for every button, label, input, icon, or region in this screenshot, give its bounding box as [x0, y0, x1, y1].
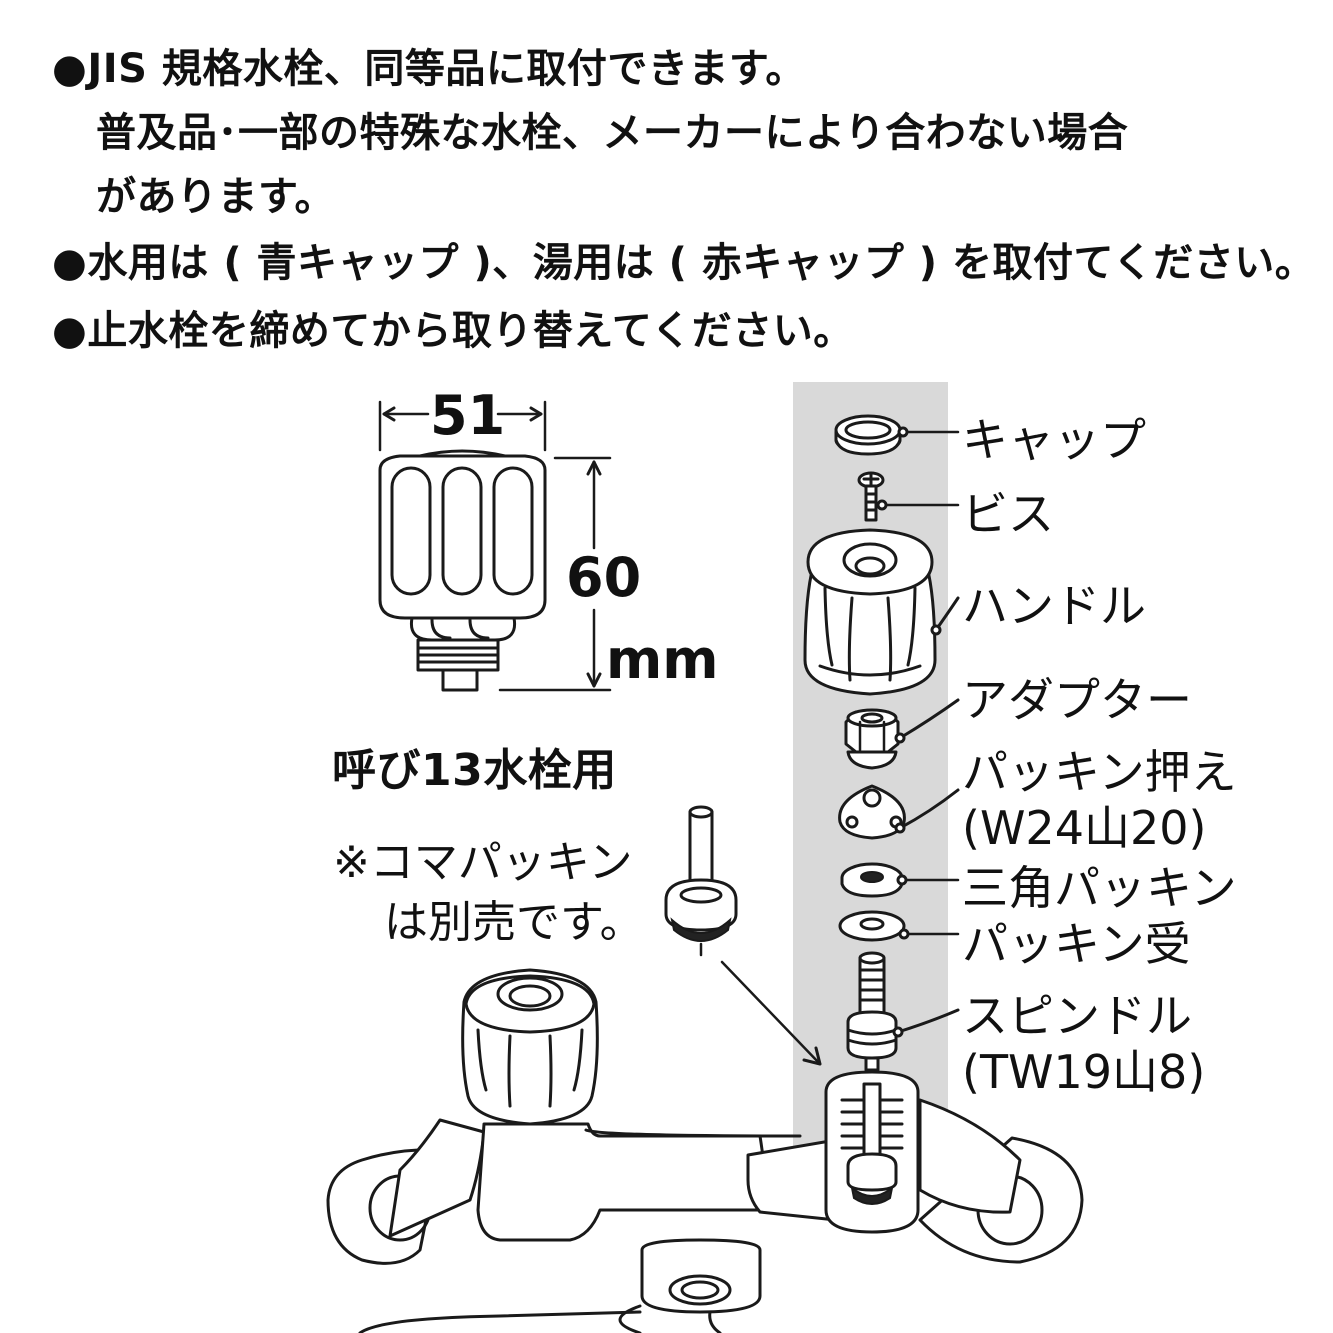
note-line-1: ●JIS 規格水栓、同等品に取付できます。	[52, 46, 806, 92]
packing-receiver-part	[838, 910, 906, 942]
faucet-body	[326, 968, 1084, 1333]
adapter-part	[844, 708, 900, 770]
part-label-packing-receiver: パッキン受	[962, 917, 1191, 971]
part-label-screw: ビス	[962, 487, 1054, 541]
handle-part	[803, 528, 937, 696]
koma-note-line-1: ※コマパッキン	[333, 837, 633, 888]
koma-note-line-2: は別売です。	[384, 897, 644, 948]
part-spec-spindle: (TW19山8)	[962, 1045, 1206, 1099]
cap-part	[834, 414, 902, 456]
dim-width-value: 51	[430, 384, 506, 447]
insert-arrowhead	[802, 1046, 822, 1066]
dim-unit: mm	[606, 628, 719, 691]
note-line-2: 普及品･一部の特殊な水栓、メーカーにより合わない場合	[96, 110, 1129, 156]
note-line-4: ●水用は ( 青キャップ )、湯用は ( 赤キャップ ) を取付てください。	[52, 240, 1316, 286]
note-line-5: ●止水栓を締めてから取り替えてください。	[52, 308, 854, 354]
triangle-packing-part	[840, 862, 904, 898]
product-label: 呼び13水栓用	[332, 745, 617, 796]
spindle-part	[846, 951, 898, 1072]
part-spec-packing-press: (W24山20)	[962, 801, 1207, 855]
part-label-adapter: アダプター	[962, 673, 1192, 727]
part-label-spindle: スピンドル	[962, 989, 1192, 1043]
part-label-handle: ハンドル	[962, 579, 1146, 633]
part-label-cap: キャップ	[962, 413, 1146, 467]
handle-side-view	[378, 400, 612, 692]
part-label-packing-press: パッキン押え	[962, 745, 1237, 799]
note-line-3: があります。	[96, 174, 335, 220]
insert-arrow	[720, 960, 822, 1066]
screw-part	[857, 471, 885, 522]
packing-press-part	[838, 784, 906, 840]
part-label-triangle-packing: 三角パッキン	[962, 861, 1237, 915]
leader-lines	[876, 426, 960, 1038]
koma-packing	[664, 805, 738, 957]
dim-height-value: 60	[566, 546, 642, 609]
